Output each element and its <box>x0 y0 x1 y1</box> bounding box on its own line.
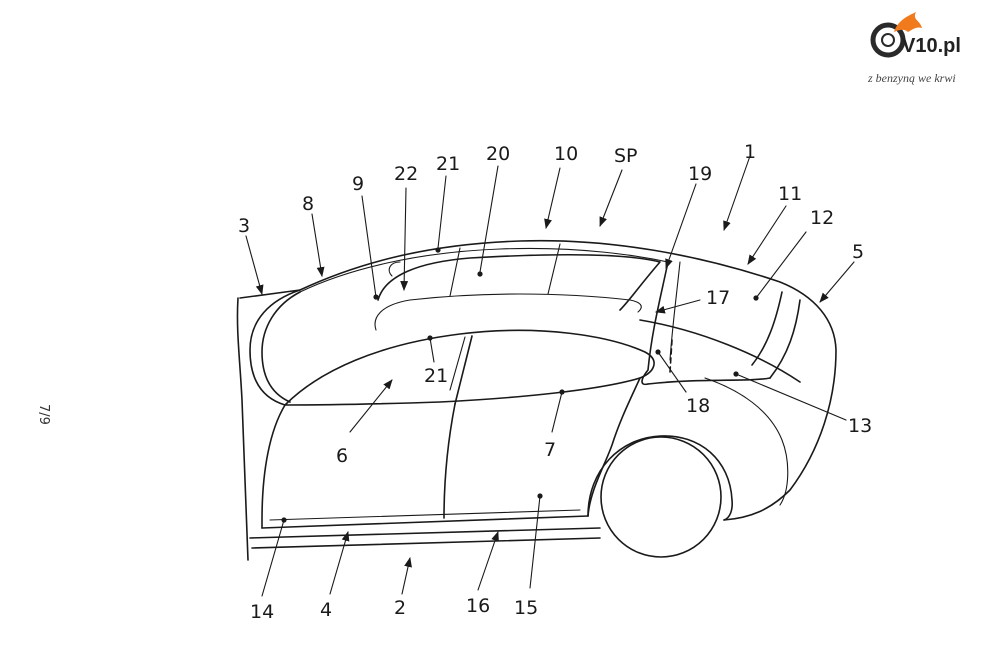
arrow-10 <box>544 167 561 229</box>
canopy-seam-1 <box>449 247 461 297</box>
arrow-8 <box>311 213 325 277</box>
leader-21-upper <box>437 175 447 249</box>
flame-icon <box>894 12 922 32</box>
ref-label-16: 16 <box>466 595 490 617</box>
window-divider <box>454 335 473 405</box>
ref-label-17: 17 <box>706 287 730 309</box>
rocker-top <box>261 515 589 529</box>
arrow-5 <box>819 261 855 303</box>
ref-label-15: 15 <box>514 597 538 619</box>
dashed-boundary-18 <box>669 339 673 373</box>
leader-15 <box>529 495 541 589</box>
roof-inner-line <box>299 247 669 293</box>
arrow-2 <box>401 557 412 595</box>
ref-label-20: 20 <box>486 143 510 165</box>
canopy-seam-2 <box>547 243 561 295</box>
canopy-upper-edge <box>377 253 661 311</box>
ref-label-22: 22 <box>394 163 418 185</box>
ref-label-2: 2 <box>394 597 406 619</box>
left-end-cap-outer <box>239 289 301 406</box>
ref-label-21-upper: 21 <box>436 153 460 175</box>
roof-outline <box>299 239 837 521</box>
arrow-SP <box>599 169 623 227</box>
arrow-22 <box>400 187 409 291</box>
arrow-16 <box>477 531 499 591</box>
leader-13 <box>735 373 847 421</box>
logo-tagline: z benzyną we krwi <box>867 71 956 85</box>
ref-label-5: 5 <box>852 241 864 263</box>
v10-logo[interactable]: V10.pl z benzyną we krwi <box>864 8 976 88</box>
rear-wheel <box>600 436 722 558</box>
ref-label-1: 1 <box>744 141 756 163</box>
shoulder-line <box>639 319 801 383</box>
rocker-inner <box>269 509 581 521</box>
arrow-22-hook <box>388 261 401 277</box>
quarter-panel-line-19 <box>641 261 669 386</box>
leader-12 <box>755 231 807 299</box>
ref-label-21-lower: 21 <box>424 365 448 387</box>
beltline-ellipse <box>284 329 655 406</box>
arrow-3 <box>245 235 264 295</box>
leader-14 <box>261 519 285 597</box>
arrow-1 <box>723 155 751 231</box>
left-end-cap-inner <box>261 291 301 403</box>
rocker-lower-2 <box>251 537 601 549</box>
leader-21-lower <box>429 337 435 363</box>
leader-7 <box>551 391 563 433</box>
canopy-lower-edge <box>374 293 642 331</box>
ref-label-SP: SP <box>614 145 638 167</box>
cut-edge-line <box>236 297 249 561</box>
leader-9 <box>361 195 377 298</box>
ref-label-10: 10 <box>554 143 578 165</box>
ref-label-6: 6 <box>336 445 348 467</box>
arrow-11 <box>747 205 787 265</box>
door-front-edge <box>261 404 286 529</box>
ref-label-13: 13 <box>848 415 872 437</box>
ref-label-9: 9 <box>352 173 364 195</box>
ref-label-3: 3 <box>238 215 250 237</box>
quarter-panel-line-12 <box>751 291 783 366</box>
ref-label-11: 11 <box>778 183 802 205</box>
ref-label-19: 19 <box>688 163 712 185</box>
wheel-arch <box>587 435 733 521</box>
ref-label-7: 7 <box>544 439 556 461</box>
ref-label-4: 4 <box>320 599 332 621</box>
arrow-19 <box>665 183 697 269</box>
leader-18 <box>657 351 687 393</box>
lower-shoulder-line <box>647 377 771 385</box>
rear-lower-sweep <box>704 377 789 506</box>
door-split-line <box>443 403 456 519</box>
arrow-6 <box>349 379 393 433</box>
ref-label-12: 12 <box>810 207 834 229</box>
rocker-lower-1 <box>249 527 601 539</box>
door-rear-edge <box>587 377 641 517</box>
ref-label-14: 14 <box>250 601 274 623</box>
quarter-panel-line-12b <box>769 299 801 379</box>
ref-label-18: 18 <box>686 395 710 417</box>
leader-20 <box>479 165 499 273</box>
ref-label-8: 8 <box>302 193 314 215</box>
arrow-4 <box>329 531 350 595</box>
logo-brand: V10.pl <box>902 35 961 57</box>
sheet-number: 7/9 <box>36 404 51 425</box>
tire-icon <box>870 22 906 58</box>
window-divider-inner <box>449 336 466 391</box>
arrow-17 <box>655 299 701 314</box>
